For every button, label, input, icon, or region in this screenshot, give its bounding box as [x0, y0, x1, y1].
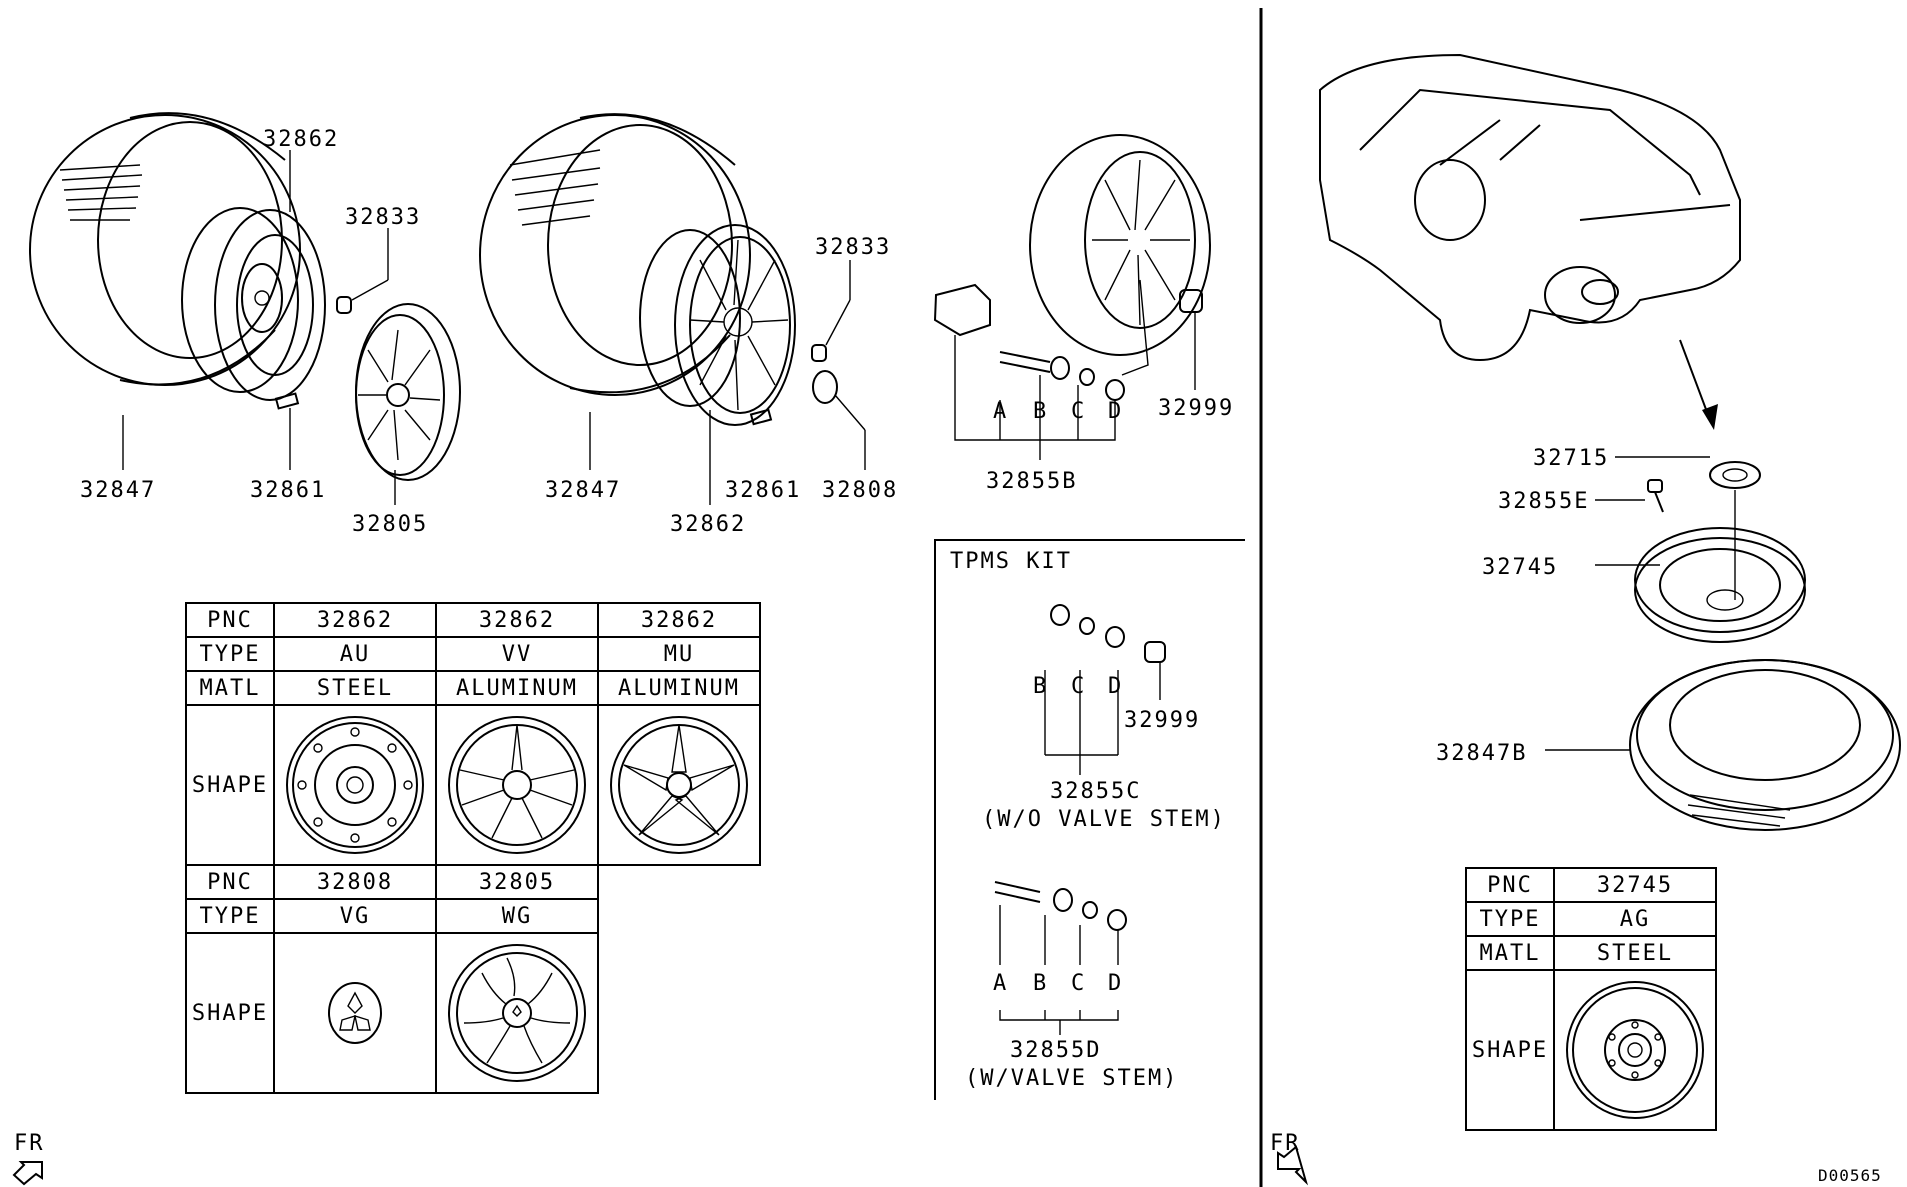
spare-jack-drawing — [1709, 461, 1761, 489]
wheel-table-shape-label: SHAPE — [185, 704, 275, 866]
kit-c-extra: 32999 — [1124, 708, 1200, 733]
callout-steel-wheel: 32862 — [263, 127, 339, 152]
kit-d-note: (W/VALVE STEM) — [965, 1066, 1178, 1091]
wheel-table-matl-1: STEEL — [273, 670, 437, 706]
spare-table-matl: STEEL — [1553, 935, 1717, 971]
kit-c-letter-b: B — [1033, 674, 1048, 699]
spare-wheel-icon — [1553, 969, 1717, 1131]
spare-table-shape-label: SHAPE — [1465, 969, 1555, 1131]
steel-weight-drawing — [274, 392, 300, 410]
spare-wheel-drawing — [1634, 490, 1806, 643]
alloy-weight-drawing — [749, 408, 773, 426]
steel-cover-drawing — [355, 303, 461, 481]
kit-d-drawing — [994, 881, 1127, 931]
kit-c-letter-d: D — [1108, 674, 1123, 699]
steel-nut-drawing — [336, 296, 352, 314]
callout-spare-jack: 32715 — [1533, 446, 1609, 471]
kit-c-letter-c: C — [1071, 674, 1086, 699]
callout-alloy-weight: 32861 — [725, 478, 801, 503]
steel-wheel-icon — [273, 704, 437, 866]
wheel-table-type-2: VV — [435, 636, 599, 672]
valve-letter-a: A — [993, 399, 1008, 424]
callout-tpms-assy: 32855B — [986, 469, 1077, 494]
spare-table: PNC 32745 TYPE AG MATL STEEL SHAPE — [1465, 867, 1717, 1131]
wheel-table-type-label: TYPE — [185, 636, 275, 672]
valve-letter-b: B — [1033, 399, 1048, 424]
wheel-table-type2-2: WG — [435, 898, 599, 934]
callout-spare-wheel: 32745 — [1482, 555, 1558, 580]
wheel-table-pnc-1: 32862 — [273, 602, 437, 638]
wheel-table-matl-label: MATL — [185, 670, 275, 706]
spare-table-pnc-label: PNC — [1465, 867, 1555, 903]
fr-arrow-right: FR — [1270, 1131, 1309, 1186]
wheel-table-pnc-2: 32862 — [435, 602, 599, 638]
callout-spare-valve: 32855E — [1498, 489, 1589, 514]
callout-steel-tire: 32847 — [80, 478, 156, 503]
wheel-table-type2-label: TYPE — [185, 898, 275, 934]
kit-c-pnc: 32855C — [1050, 779, 1141, 804]
tpms-wheel-drawing — [1029, 134, 1211, 356]
spare-table-pnc: 32745 — [1553, 867, 1717, 903]
kit-d-letter-c: C — [1071, 971, 1086, 996]
valve-letter-d: D — [1108, 399, 1123, 424]
fr-label-left: FR — [14, 1131, 45, 1156]
vehicle-drawing — [1319, 53, 1741, 362]
spare-table-matl-label: MATL — [1465, 935, 1555, 971]
wheel-table-pnc2-1: 32808 — [273, 864, 437, 900]
wheel-cover-icon — [435, 932, 599, 1094]
kit-c-note: (W/O VALVE STEM) — [982, 807, 1226, 832]
callout-spare-tire: 32847B — [1436, 741, 1527, 766]
spare-table-type: AG — [1553, 901, 1717, 937]
wheel-table-matl-2: ALUMINUM — [435, 670, 599, 706]
wheel-table-matl-3: ALUMINUM — [597, 670, 761, 706]
wheel-table: PNC 32862 32862 32862 TYPE AU VV MU MATL… — [185, 602, 761, 1094]
callout-alloy-tire: 32847 — [545, 478, 621, 503]
wheel-table-pnc-label: PNC — [185, 602, 275, 638]
callout-steel-weight: 32861 — [250, 478, 326, 503]
kit-d-pnc: 32855D — [1010, 1038, 1101, 1063]
tpms-kit-box — [934, 539, 1245, 1100]
spare-valve-drawing — [1647, 479, 1664, 513]
valve-letter-c: C — [1071, 399, 1086, 424]
wheel-table-pnc2-2: 32805 — [435, 864, 599, 900]
wheel-table-type-3: MU — [597, 636, 761, 672]
callout-tpms-cap: 32999 — [1158, 396, 1234, 421]
alloy-tire-drawing — [479, 113, 751, 396]
kit-d-letter-b: B — [1033, 971, 1048, 996]
callout-steel-nut: 32833 — [345, 205, 421, 230]
wheel-table-type-1: AU — [273, 636, 437, 672]
spare-arrow — [1679, 339, 1711, 421]
callout-alloy-cap: 32808 — [822, 478, 898, 503]
wheel-table-pnc2-label: PNC — [185, 864, 275, 900]
alloy-nut-drawing — [811, 344, 827, 362]
fr-label-right: FR — [1270, 1131, 1301, 1156]
kit-d-letter-d: D — [1108, 971, 1123, 996]
fr-arrow-left: FR — [12, 1131, 45, 1186]
steel-wheel-drawing — [181, 207, 326, 401]
center-cap-icon — [273, 932, 437, 1094]
tpms-kit-title: TPMS KIT — [950, 549, 1072, 574]
wheel-table-pnc-3: 32862 — [597, 602, 761, 638]
wheel-table-shape2-label: SHAPE — [185, 932, 275, 1094]
callout-alloy-wheel: 32862 — [670, 512, 746, 537]
alloy-wheel-icon-mu — [597, 704, 761, 866]
kit-c-drawing — [1050, 604, 1166, 663]
alloy-cap-drawing — [812, 370, 838, 404]
steel-tire-drawing — [29, 112, 301, 386]
alloy-wheel-drawing — [639, 224, 796, 426]
tpms-sensor-drawing — [933, 283, 1203, 401]
spare-table-type-label: TYPE — [1465, 901, 1555, 937]
document-id: D00565 — [1818, 1166, 1882, 1185]
alloy-wheel-icon-vv — [435, 704, 599, 866]
callout-steel-cover: 32805 — [352, 512, 428, 537]
spare-tire-drawing — [1629, 659, 1901, 831]
valve-letters-top: A B C D — [993, 399, 1123, 424]
wheel-table-type2-1: VG — [273, 898, 437, 934]
callout-alloy-nut: 32833 — [815, 235, 891, 260]
kit-d-letter-a: A — [993, 971, 1008, 996]
